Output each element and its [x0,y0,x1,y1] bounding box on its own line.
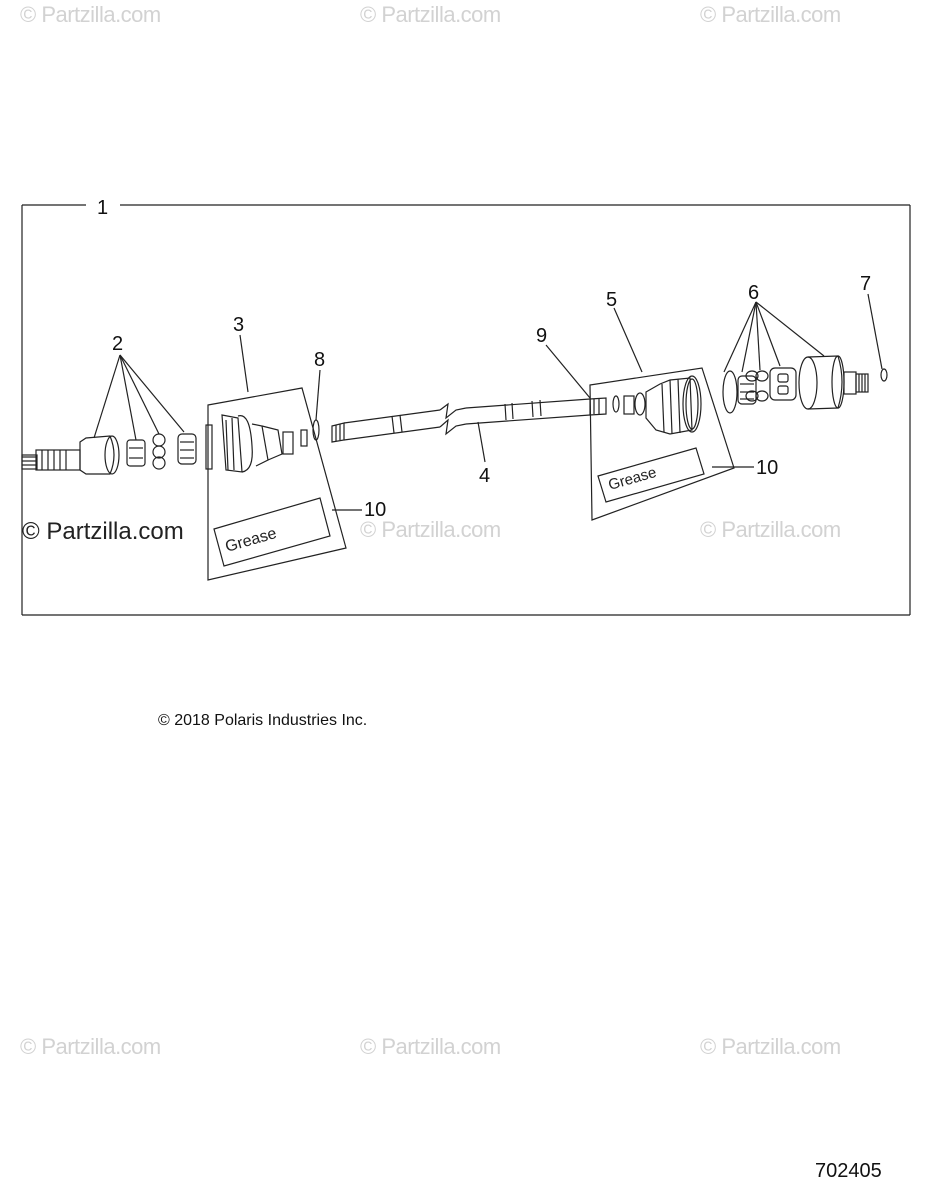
grease-label: Grease [223,525,278,556]
watermark: © Partzilla.com [20,2,161,27]
callout-7: 7 [860,273,871,295]
callout-3: 3 [233,314,244,336]
callout-1: 1 [97,197,108,219]
callout-2: 2 [112,333,123,355]
callout-9: 9 [536,325,547,347]
watermark: © Partzilla.com [360,517,501,542]
callout-6: 6 [748,282,759,304]
watermark: © Partzilla.com [360,1034,501,1059]
copyright-notice: © 2018 Polaris Industries Inc. [158,712,368,729]
bearing-cage-kit [737,367,797,405]
assembly-frame [21,204,911,616]
callout-4: 4 [479,465,490,487]
watermark: © Partzilla.com [700,1034,841,1059]
callout-5: 5 [606,289,617,311]
boot-kit-left [205,387,347,581]
watermark: © Partzilla.com [360,2,501,27]
callout-8: 8 [314,349,325,371]
watermark: © Partzilla.com [700,517,841,542]
outer-cv-joint [21,435,120,475]
boot-kit-right [589,367,738,521]
bearing-cage-kit [126,433,197,470]
watermark: © Partzilla.com [20,1034,161,1059]
callout-10-left: 10 [364,499,386,521]
leader-lines [93,293,883,511]
axle-shaft [331,397,607,443]
brand-watermark: © Partzilla.com [22,518,184,545]
callout-10-right: 10 [756,457,778,479]
inner-cv-housing [798,355,869,410]
snap-ring [880,368,888,382]
watermark: © Partzilla.com [700,2,841,27]
diagram-id: 702405 [815,1160,882,1182]
snap-ring [612,395,620,413]
